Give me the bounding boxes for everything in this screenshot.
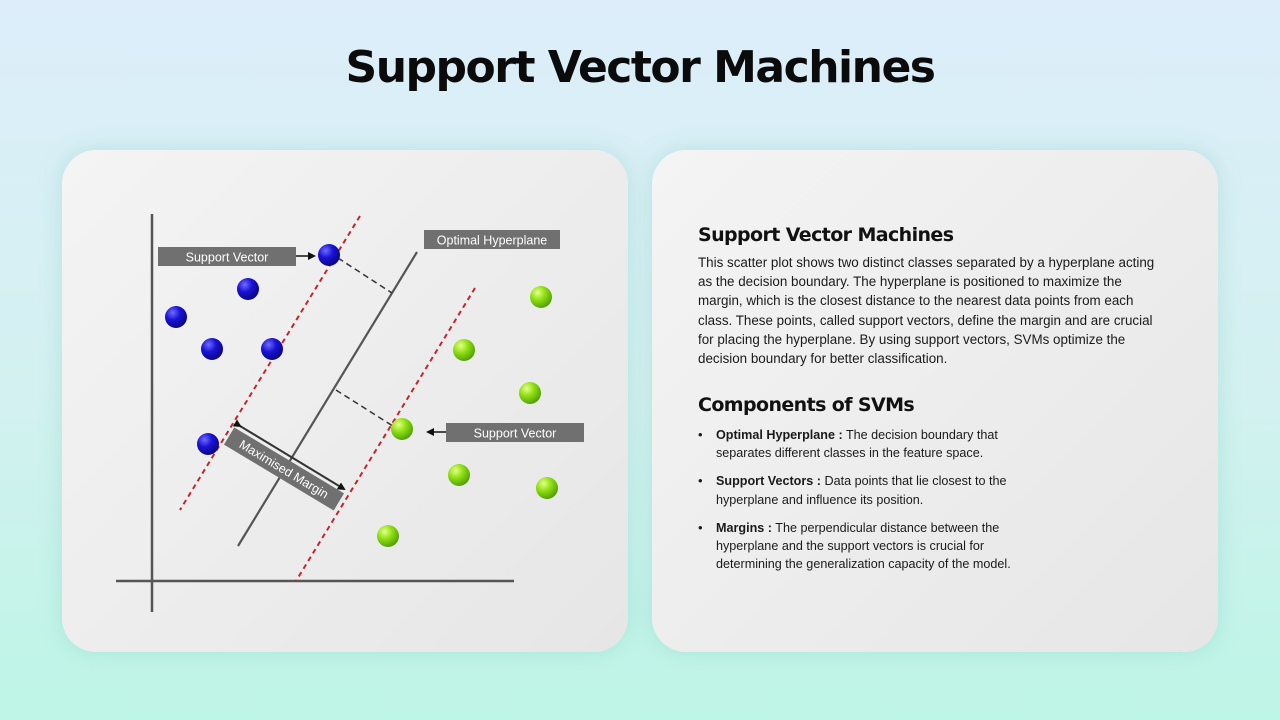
distance-line-top	[337, 257, 393, 294]
support-vector-label-left: Support Vector	[186, 251, 269, 265]
support-vector-label-right: Support Vector	[474, 427, 557, 441]
data-point-class-a	[237, 278, 259, 300]
support-vector-label-right-bg	[446, 423, 584, 442]
optimal-hyperplane-label: Optimal Hyperplane	[437, 234, 548, 248]
components-heading: Components of SVMs	[698, 394, 915, 416]
margin-arrow	[232, 419, 346, 491]
data-point-class-a	[201, 338, 223, 360]
data-point-class-b	[448, 464, 470, 486]
list-item: Support Vectors : Data points that lie c…	[698, 472, 1048, 508]
component-term: Margins :	[716, 520, 772, 535]
maximised-margin-label: Maximised Margin	[237, 437, 331, 501]
data-point-class-b	[453, 339, 475, 361]
component-text: The decision boundary that separates dif…	[716, 428, 998, 461]
data-point-class-b	[536, 477, 558, 499]
svm-diagram: Support Vector Optimal Hyperplane Suppor…	[116, 214, 584, 612]
components-list: Optimal Hyperplane : The decision bounda…	[698, 426, 1048, 583]
component-text: The perpendicular distance between the h…	[716, 520, 1011, 572]
description-heading: Support Vector Machines	[698, 224, 954, 246]
component-text: Data points that lie closest to the hype…	[716, 474, 1007, 507]
component-term: Support Vectors :	[716, 474, 821, 489]
diagram-panel: Support Vector Optimal Hyperplane Suppor…	[62, 150, 628, 652]
data-point-class-b	[530, 286, 552, 308]
description-text: This scatter plot shows two distinct cla…	[698, 255, 1155, 367]
optimal-hyperplane-line	[237, 251, 418, 547]
data-point-class-b	[519, 382, 541, 404]
data-point-class-b	[377, 525, 399, 547]
data-point-class-a	[261, 338, 283, 360]
page-title: Support Vector Machines	[345, 42, 936, 93]
support-vector-class-b	[391, 418, 413, 440]
optimal-hyperplane-label-bg	[424, 230, 560, 249]
data-point-class-a	[165, 306, 187, 328]
data-point-class-a	[197, 433, 219, 455]
list-item: Margins : The perpendicular distance bet…	[698, 519, 1048, 574]
maximised-margin-tag: Maximised Margin	[223, 427, 345, 511]
margin-line-right	[295, 287, 476, 582]
support-vector-class-a	[318, 244, 340, 266]
component-term: Optimal Hyperplane :	[716, 428, 843, 442]
distance-line-bottom	[335, 389, 397, 429]
list-item: Optimal Hyperplane : The decision bounda…	[698, 426, 1048, 462]
support-vector-label-left-bg	[158, 247, 296, 266]
description-panel: Support Vector Machines This scatter plo…	[652, 150, 1218, 652]
